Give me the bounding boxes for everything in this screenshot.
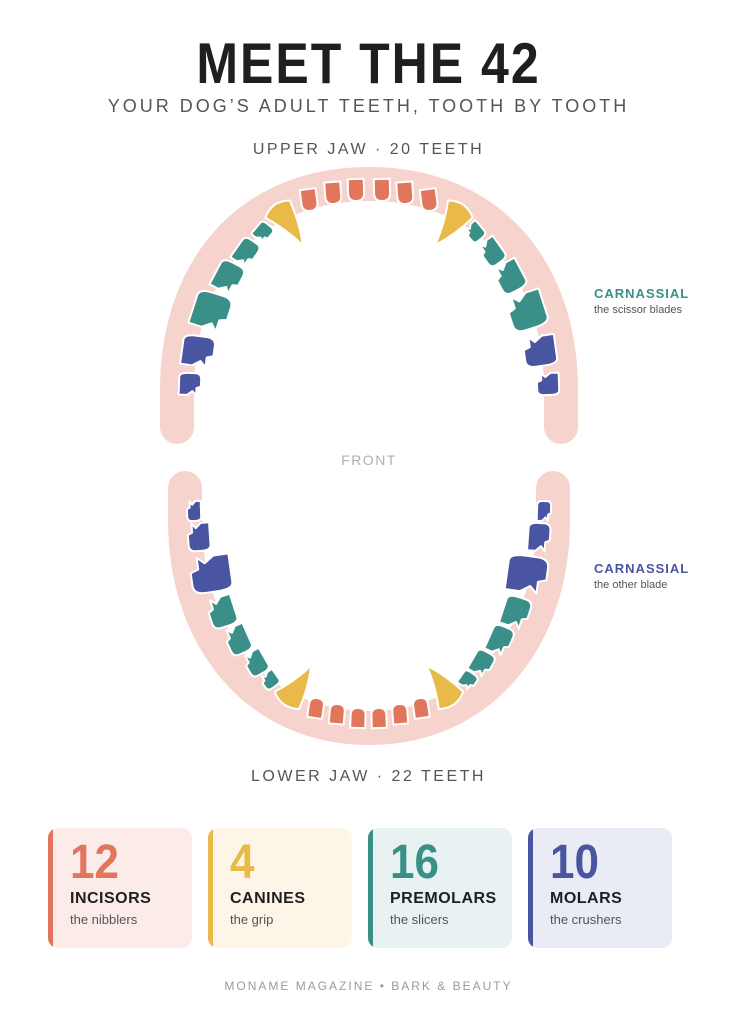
lower-premolar-icon <box>207 592 239 630</box>
legend-count: 10 <box>550 835 599 889</box>
legend-color-bar <box>208 828 213 948</box>
page-title: MEET THE 42 <box>196 31 541 96</box>
page-subtitle: YOUR DOG’S ADULT TEETH, TOOTH BY TOOTH <box>107 96 630 116</box>
lower-molar-icon <box>503 554 550 595</box>
legend-card-premolars: 16 PREMOLARS the slicers <box>368 828 512 948</box>
upper-molar-icon <box>179 334 216 369</box>
upper-premolar-icon <box>495 256 528 295</box>
lower-canine-icon <box>425 664 465 710</box>
lower-molar-icon <box>535 499 553 523</box>
upper-molar-icon <box>522 332 559 368</box>
lower-premolar-icon <box>466 648 496 678</box>
legend-color-bar <box>368 828 373 948</box>
lower-jaw <box>168 471 570 746</box>
legend-count: 16 <box>390 835 439 889</box>
upper-incisor-icon <box>298 187 319 213</box>
upper-canine-icon <box>434 199 474 247</box>
lower-incisor-icon <box>370 707 388 730</box>
lower-incisor-icon <box>412 696 431 720</box>
legend-count: 12 <box>70 835 119 889</box>
legend-desc: the grip <box>230 912 274 927</box>
lower-jaw-label: LOWER JAW · 22 TEETH <box>251 768 486 785</box>
upper-carnassial-subtitle: the scissor blades <box>594 304 683 316</box>
lower-premolar-icon <box>260 667 281 691</box>
legend-desc: the crushers <box>550 912 622 927</box>
lower-gum <box>168 471 570 746</box>
lower-carnassial-note: CARNASSIAL the other blade <box>594 561 689 591</box>
upper-incisor-icon <box>323 180 343 205</box>
legend-card-canines: 4 CANINES the grip <box>208 828 352 948</box>
lower-molar-icon <box>185 499 203 523</box>
upper-incisor-icon <box>395 180 415 205</box>
lower-premolar-icon <box>225 621 253 657</box>
upper-premolar-icon <box>464 218 487 244</box>
upper-premolar-icon <box>250 220 275 243</box>
upper-premolar-icon <box>229 236 261 268</box>
lower-premolar-icon <box>455 669 479 691</box>
upper-premolar-icon <box>208 259 246 295</box>
lower-molar-icon <box>526 521 552 553</box>
upper-incisor-icon <box>346 177 366 202</box>
legend-count: 4 <box>230 835 255 889</box>
upper-incisor-icon <box>418 187 439 213</box>
front-label: FRONT <box>341 452 397 468</box>
upper-gum <box>160 166 578 444</box>
legend-name: PREMOLARS <box>390 890 497 907</box>
upper-canine-icon <box>264 199 304 247</box>
lower-premolar-icon <box>498 594 533 630</box>
lower-premolar-icon <box>483 623 515 657</box>
lower-premolar-icon <box>243 646 270 678</box>
upper-jaw <box>160 166 578 444</box>
lower-incisor-icon <box>391 702 410 726</box>
legend-color-bar <box>48 828 53 948</box>
lower-carnassial-subtitle: the other blade <box>594 579 668 591</box>
jaw-diagram: FRONT <box>160 166 578 746</box>
legend-name: MOLARS <box>550 890 623 907</box>
legend-color-bar <box>528 828 533 948</box>
legend-desc: the slicers <box>390 912 449 927</box>
legend-card-molars: 10 MOLARS the crushers <box>528 828 672 948</box>
lower-molar-icon <box>186 521 212 553</box>
upper-premolar-icon <box>478 234 507 268</box>
lower-carnassial-title: CARNASSIAL <box>594 561 690 576</box>
lower-canine-icon <box>273 664 313 710</box>
lower-incisor-icon <box>327 702 346 726</box>
upper-molar-icon <box>535 371 561 397</box>
legend-card-incisors: 12 INCISORS the nibblers <box>48 828 192 948</box>
upper-molar-icon <box>177 371 203 397</box>
legend-desc: the nibblers <box>70 912 138 927</box>
lower-incisor-icon <box>349 707 367 730</box>
upper-premolar-icon <box>187 290 233 333</box>
footer-credit: MONAME MAGAZINE • BARK & BEAUTY <box>224 979 513 993</box>
upper-incisor-icon <box>372 177 392 202</box>
upper-premolar-icon <box>507 287 549 333</box>
lower-molar-icon <box>189 552 234 595</box>
lower-incisor-icon <box>306 696 325 720</box>
upper-carnassial-note: CARNASSIAL the scissor blades <box>594 286 689 316</box>
upper-carnassial-title: CARNASSIAL <box>594 286 690 301</box>
legend-name: INCISORS <box>70 890 152 907</box>
upper-jaw-label: UPPER JAW · 20 TEETH <box>252 141 485 158</box>
legend-name: CANINES <box>230 890 306 907</box>
